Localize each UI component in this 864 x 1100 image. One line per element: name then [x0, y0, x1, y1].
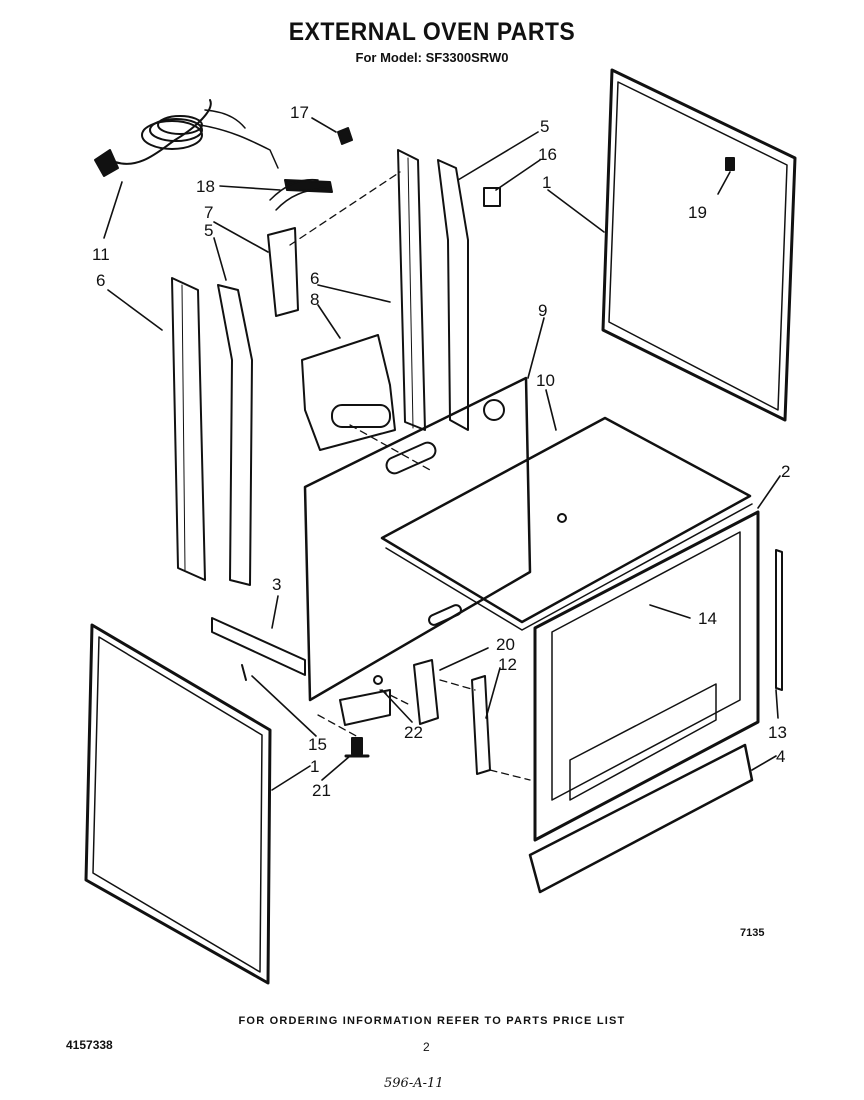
- callout-6: 6: [310, 269, 319, 288]
- small-part-17: [337, 127, 353, 145]
- callout-8: 8: [310, 290, 319, 309]
- side-panel-left: [84, 623, 272, 985]
- callout-16: 16: [538, 145, 557, 164]
- handwritten-note: 596-A-11: [384, 1076, 444, 1091]
- parts-22: [339, 675, 391, 726]
- callout-18: 18: [196, 177, 215, 196]
- model-subtitle: For Model: SF3300SRW0: [355, 50, 509, 65]
- callout-1: 1: [542, 173, 551, 192]
- callout-15: 15: [308, 735, 327, 754]
- bracket-7: [267, 227, 299, 317]
- hinge-support-right: [437, 159, 469, 431]
- figure-code: 7135: [740, 927, 765, 939]
- power-cord: [94, 99, 279, 177]
- callout-21: 21: [312, 781, 331, 800]
- bottom-rail: [211, 617, 306, 676]
- callout-13: 13: [768, 723, 787, 742]
- wire-harness: [269, 178, 333, 211]
- callout-2: 2: [781, 462, 790, 481]
- callout-14: 14: [698, 609, 717, 628]
- front-frame: [533, 510, 760, 842]
- callout-7: 7: [204, 203, 213, 222]
- callout-5: 5: [540, 117, 549, 136]
- trim-strip: [775, 549, 783, 691]
- callout-6: 6: [96, 271, 105, 290]
- callout-22: 22: [404, 723, 423, 742]
- callout-17: 17: [290, 103, 309, 122]
- callout-20: 20: [496, 635, 515, 654]
- page-number: 2: [423, 1040, 430, 1054]
- document-number: 4157338: [66, 1038, 113, 1052]
- callout-19: 19: [688, 203, 707, 222]
- callout-4: 4: [776, 747, 785, 766]
- callout-3: 3: [272, 575, 281, 594]
- back-panel: [303, 376, 532, 702]
- bracket-20: [413, 659, 439, 725]
- bracket-16: [483, 187, 501, 207]
- side-rail-right: [397, 149, 426, 431]
- top-panel: [380, 416, 753, 631]
- screw-15: [241, 664, 247, 681]
- callout-5: 5: [204, 221, 213, 240]
- callout-10: 10: [536, 371, 555, 390]
- bracket-12: [471, 675, 491, 775]
- vent-shield: [301, 334, 396, 451]
- leader-lines: [103, 117, 781, 791]
- leveling-foot: [344, 737, 370, 758]
- callout-1: 1: [310, 757, 319, 776]
- hinge-support-left: [217, 284, 253, 586]
- side-panel-right: [601, 68, 797, 422]
- callout-11: 11: [92, 245, 110, 264]
- page-title: EXTERNAL OVEN PARTS: [288, 18, 576, 46]
- ordering-note: FOR ORDERING INFORMATION REFER TO PARTS …: [238, 1015, 626, 1027]
- callout-12: 12: [498, 655, 517, 674]
- callout-9: 9: [538, 301, 547, 320]
- side-rail-left: [171, 277, 206, 581]
- kick-plate: [528, 743, 754, 894]
